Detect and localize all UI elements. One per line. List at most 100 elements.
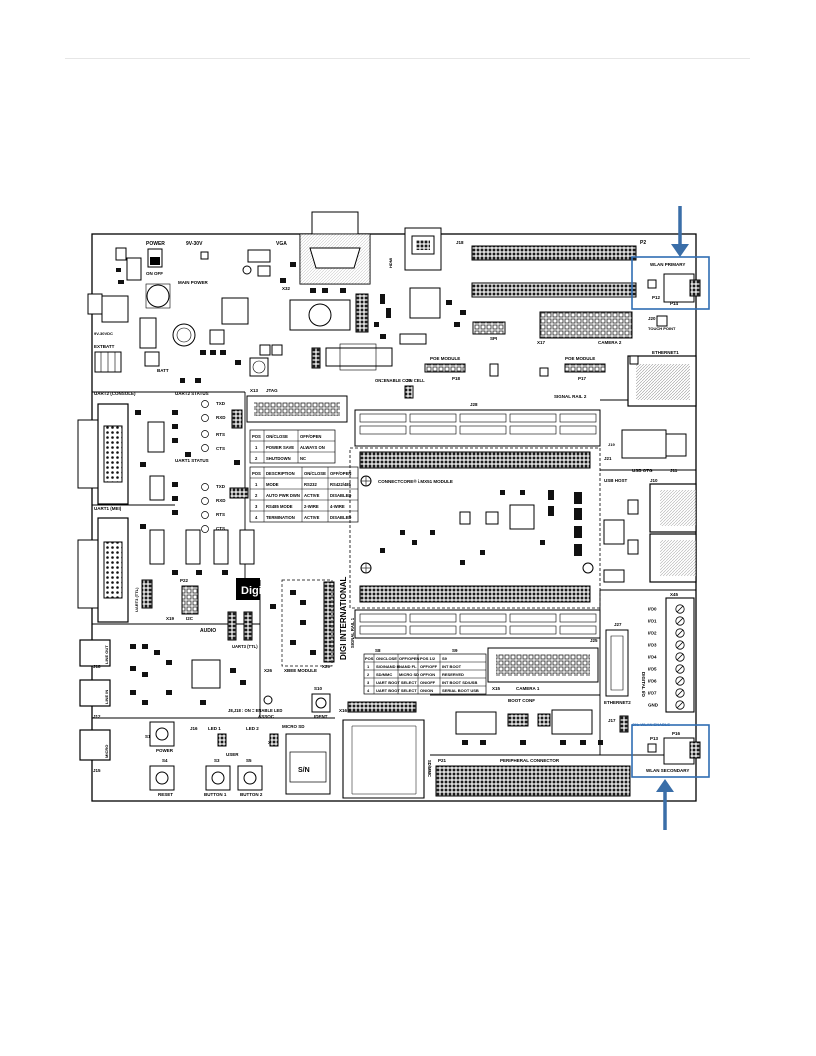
peripheral-connector-label: PERIPHERAL CONNECTOR — [500, 758, 560, 763]
x16-label: X16 — [339, 708, 348, 713]
wlan-primary-highlight — [631, 256, 710, 310]
wlan-secondary-highlight — [631, 724, 710, 778]
serial-number-label: S/N — [298, 767, 310, 774]
hdmi-label: HDMI — [388, 258, 393, 268]
signal-rail-1-label: SIGNAL RAIL 1 — [350, 617, 355, 648]
s7-r2-on: SHUTDOWN — [266, 456, 291, 461]
s6-header-off: OFF/OPEN — [330, 471, 351, 476]
jtag-label: JTAG — [266, 388, 278, 393]
s8-r3-pos12: ON/OFF — [420, 680, 436, 685]
sdmmc-label: SD/MMC — [427, 760, 432, 777]
j3-label: J3 — [406, 378, 412, 383]
j25-label: J25 — [590, 638, 598, 643]
s6-r3-off: 4-WIRE — [330, 504, 345, 509]
j15-label: J15 — [93, 768, 101, 773]
s8-r2-pos: 2 — [367, 672, 370, 677]
header-rule — [65, 58, 750, 59]
s8-h-on: ON/CLOSE — [376, 656, 397, 661]
s7-header-on: ON/CLOSE — [266, 434, 288, 439]
ethernet2-label: ETHERNET2 — [604, 700, 631, 705]
led2-label: LED 2 — [246, 726, 259, 731]
main-power-label: MAIN POWER — [178, 280, 208, 285]
s6-r3-desc: RS485 MODE — [266, 504, 293, 509]
s11-label: S11 — [145, 734, 153, 739]
s8-r4-on: UART BOOT SELECT — [376, 688, 417, 693]
s8-r1-pos: 1 — [367, 664, 370, 669]
cts-2-label: CTS — [216, 446, 225, 451]
txd-2-label: TXD — [216, 401, 226, 406]
company-label: DIGI INTERNATIONAL — [339, 576, 348, 660]
digital-io-terminals — [675, 604, 685, 710]
s6-r4-desc: TERMINATION — [266, 515, 295, 520]
s8-r4-s9: SERIAL BOOT USB — [442, 688, 479, 693]
p17-label: P17 — [578, 376, 587, 381]
s8-r2-off: MICRO SD — [399, 672, 419, 677]
s6-header-on: ON/CLOSE — [304, 471, 326, 476]
micro-sd-label: MICRO SD — [282, 724, 305, 729]
s8-s9-table: S8 S9 POS ON/CLOSE OFF/OPEN POS 1/2 S9 1… — [363, 648, 487, 695]
uart3-ttl-small-label: UART3 (TTL) — [232, 644, 258, 649]
j16-label: J16 — [190, 726, 198, 731]
uart3-ttl-label: UART3 (TTL) — [134, 587, 139, 612]
s7-header-off: OFF/OPEN — [300, 434, 321, 439]
s6-r4-pos: 4 — [255, 515, 258, 520]
button1-label: BUTTON 1 — [204, 792, 227, 797]
s8-h-pos: POS — [365, 656, 374, 661]
camera1-label: CAMERA 1 — [516, 686, 540, 691]
x29-label: X29 — [322, 664, 331, 669]
spi-label: SPI — [490, 336, 497, 341]
j27-label: J27 — [614, 622, 622, 627]
s7-table: POS ON/CLOSE OFF/OPEN 1 POWER SAVE ALWAY… — [249, 429, 336, 464]
s4-label: S4 — [162, 758, 168, 763]
usb-host-label: USB HOST — [604, 478, 628, 483]
assoc-label: ASSOC — [258, 714, 275, 719]
boot-conf-label: BOOT CONF — [508, 698, 535, 703]
button2-label: BUTTON 2 — [240, 792, 263, 797]
j20-label: J20 — [648, 316, 656, 321]
s7-r2-pos: 2 — [255, 456, 258, 461]
rxd-1-label: RXD — [216, 498, 226, 503]
s8-r1-pos12: OFF/OFF — [420, 664, 438, 669]
cts-1-label: CTS — [216, 526, 225, 531]
s8-r2-on: SD/MMC — [376, 672, 392, 677]
j28-label: J28 — [470, 402, 478, 407]
x17-label: X17 — [537, 340, 546, 345]
s8-r3-pos: 3 — [367, 680, 370, 685]
s8-h-s9: S9 — [442, 656, 448, 661]
s6-r4-off: DISABLED — [330, 515, 351, 520]
s7-r2-off: NC — [300, 456, 306, 461]
s8-r1-on: SIO/NAND B — [376, 664, 400, 669]
uart1-mei-label: UART1 (MEI) — [94, 506, 122, 511]
s6-r2-desc: AUTO PWR DWN — [266, 493, 300, 498]
uart2-status-label: UART2 STATUS — [175, 391, 209, 396]
j19-label: J19 — [608, 442, 615, 447]
poe-module-b-label: POE MODULE — [565, 356, 595, 361]
s6-r1-on: RS232 — [304, 482, 317, 487]
digital-io-pin-label: I/O3 — [648, 643, 657, 648]
power-button-label: POWER — [156, 748, 174, 753]
uart2-console-label: UART2 (CONSOLE) — [94, 391, 136, 396]
user-label: USER — [226, 752, 239, 757]
rts-2-label: RTS — [216, 432, 225, 437]
x45-label: X45 — [670, 592, 679, 597]
coin-cell-label: ON=ENABLE COIN CELL — [375, 378, 425, 383]
s8-r4-pos12: ON/ON — [420, 688, 433, 693]
digi-logo: Digi — [236, 578, 262, 600]
s6-table: POS DESCRIPTION ON/CLOSE OFF/OPEN 1 MODE… — [249, 466, 359, 523]
dc-in-label: 9V-30VDC — [94, 331, 113, 336]
s8-r1-off: NAND FL — [399, 664, 417, 669]
digital-io-pin-label: I/O0 — [648, 607, 657, 612]
ethernet1-label: ETHERNET1 — [652, 350, 679, 355]
s8-r1-s9: INT BOOT — [442, 664, 462, 669]
x13-label: X13 — [250, 388, 259, 393]
s8-r4-pos: 4 — [367, 688, 370, 693]
s8-r3-on: UART BOOT SELECT — [376, 680, 417, 685]
touch-point-label: TOUCH POINT — [648, 326, 676, 331]
s10-label: S10 — [314, 686, 323, 691]
poe-module-a-label: POE MODULE — [430, 356, 460, 361]
s5-label: S5 — [246, 758, 252, 763]
s6-header-pos: POS — [252, 471, 261, 476]
digi-brand-text: Digi — [241, 585, 262, 597]
digital-io-pin-label: I/O7 — [648, 691, 657, 696]
xbee-module-label: XBEE MODULE — [284, 668, 317, 673]
